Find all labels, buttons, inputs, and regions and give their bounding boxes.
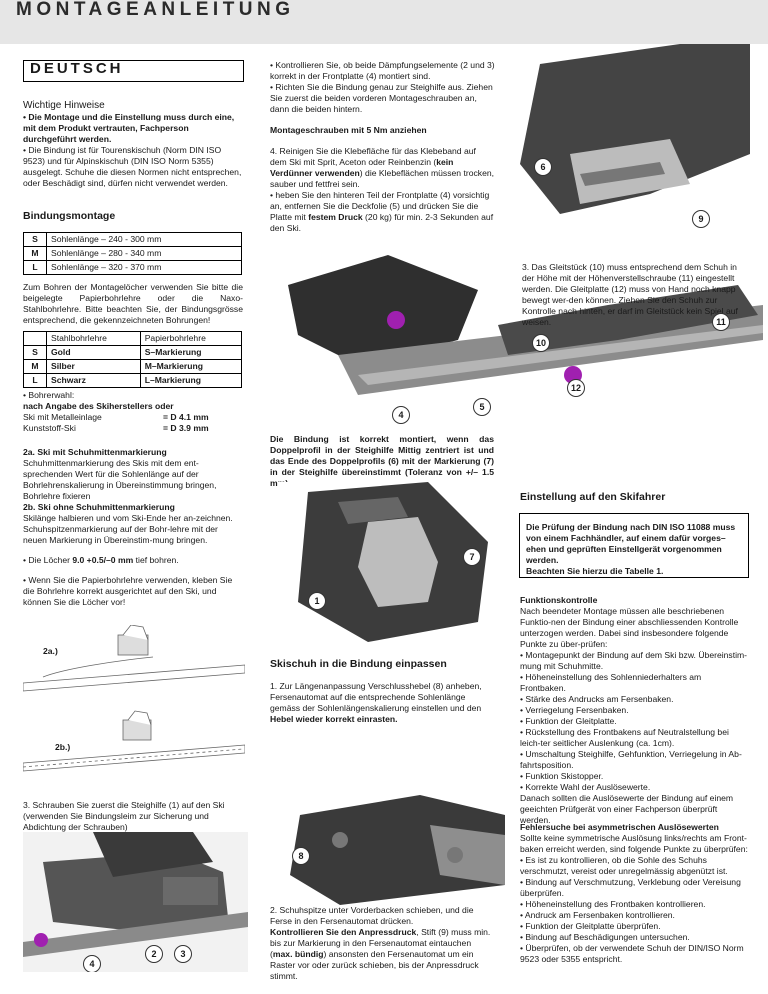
- middle-text-top: • Kontrollieren Sie, ob beide Dämpfungse…: [270, 60, 495, 233]
- page-header: MONTAGEANLEITUNG: [0, 0, 768, 44]
- mount-title: Bindungsmontage: [23, 210, 116, 222]
- list-item: • Höheneinstellung des Frontbaken kontro…: [520, 899, 706, 909]
- list-item: • Überprüfen, ob der verwendete Schuh de…: [520, 943, 744, 964]
- section-2: 2a. Ski mit Schuhmittenmarkierung Schuhm…: [23, 447, 233, 607]
- list-item: • Umschaltung Steighilfe, Gehfunktion, V…: [520, 749, 742, 770]
- callout-2: 2: [145, 945, 163, 963]
- front-plate-mounting-photo: 4 5: [258, 245, 763, 425]
- insert-boot-title: Skischuh in die Bindung einpassen: [270, 658, 447, 670]
- ski-drill-illustration: 2a.) 2b.): [22, 624, 246, 785]
- troubleshooting: Fehlersuche bei asymmetrischen Auslösewe…: [520, 822, 748, 964]
- page-title: MONTAGEANLEITUNG: [16, 0, 295, 20]
- step-2-text: 2. Schuhspitze unter Vorderbacken schieb…: [270, 905, 491, 981]
- callout-11: 11: [712, 313, 730, 331]
- list-item: • Funktion Skistopper.: [520, 771, 604, 781]
- list-item: • Funktion der Gleitplatte.: [520, 716, 617, 726]
- callout-9: 9: [692, 210, 710, 228]
- callout-4: 4: [392, 406, 410, 424]
- callout-8: 8: [292, 847, 310, 865]
- drill-note: Zum Bohren der Montagelöcher verwenden S…: [23, 282, 243, 325]
- list-item: • Höheneinstellung des Sohlenniederhalte…: [520, 672, 702, 693]
- heel-lever-photo: 8: [280, 795, 505, 905]
- note-2: • Die Bindung ist für Tourenskischuh (No…: [23, 145, 242, 188]
- callout-12: 12: [567, 379, 585, 397]
- function-check: Funktionskontrolle Nach beendeter Montag…: [520, 595, 748, 825]
- drill-choice: • Bohrerwahl: nach Angabe des Skiherstel…: [23, 390, 209, 433]
- climbing-aid-photo: 7 1: [278, 482, 498, 642]
- list-item: • Funktion der Gleitplatte überprüfen.: [520, 921, 661, 931]
- list-item: • Bindung auf Verschmutzung, Verklebung …: [520, 877, 741, 898]
- step-3-text: 3. Schrauben Sie zuerst die Steighilfe (…: [23, 800, 225, 832]
- list-item: • Verriegelung Fersenbaken.: [520, 705, 629, 715]
- callout-3: 3: [174, 945, 192, 963]
- language-label: DEUTSCH: [30, 60, 124, 77]
- adjust-title: Einstellung auf den Skifahrer: [520, 491, 666, 503]
- label-2b: 2b.): [55, 742, 71, 752]
- din-check-box: Die Prüfung der Bindung nach DIN ISO 110…: [519, 513, 749, 578]
- step-3-height-text: 3. Das Gleitstück (10) muss entsprechend…: [522, 262, 738, 327]
- callout-10: 10: [532, 334, 550, 352]
- callout-5: 5: [473, 398, 491, 416]
- language-box: DEUTSCH: [23, 60, 244, 82]
- list-item: • Bindung auf Beschädigungen untersuchen…: [520, 932, 690, 942]
- callout-7: 7: [463, 548, 481, 566]
- list-item: • Andruck am Fersenbaken kontrollieren.: [520, 910, 675, 920]
- list-item: • Stärke des Andrucks am Fersenbaken.: [520, 694, 674, 704]
- callout-1: 1: [308, 592, 326, 610]
- correct-mount-note: Die Bindung ist korrekt montiert, wenn d…: [270, 434, 494, 488]
- callout-6: 6: [534, 158, 552, 176]
- table-row: Stahlbohrlehre Papierbohrlehre: [23, 331, 243, 346]
- notes-title: Wichtige Hinweise: [23, 100, 105, 111]
- list-item: • Es ist zu kontrollieren, ob die Sohle …: [520, 855, 728, 876]
- list-item: • Rückstellung des Frontbakens auf Neutr…: [520, 727, 729, 748]
- note-1: • Die Montage und die Einstellung muss d…: [23, 112, 235, 144]
- front-plate-photo: 2 3 4: [23, 832, 248, 972]
- step-1-text: 1. Zur Längenanpassung Verschlusshebel (…: [270, 681, 482, 724]
- list-item: • Korrekte Wahl der Auslösewerte.: [520, 782, 651, 792]
- important-notes: Wichtige Hinweise • Die Montage und die …: [23, 100, 243, 189]
- list-item: • Montagepunkt der Bindung auf dem Ski b…: [520, 650, 748, 671]
- label-2a: 2a.): [43, 646, 58, 656]
- callout-4: 4: [83, 955, 101, 972]
- heel-pin-photo: 6 9: [500, 44, 750, 254]
